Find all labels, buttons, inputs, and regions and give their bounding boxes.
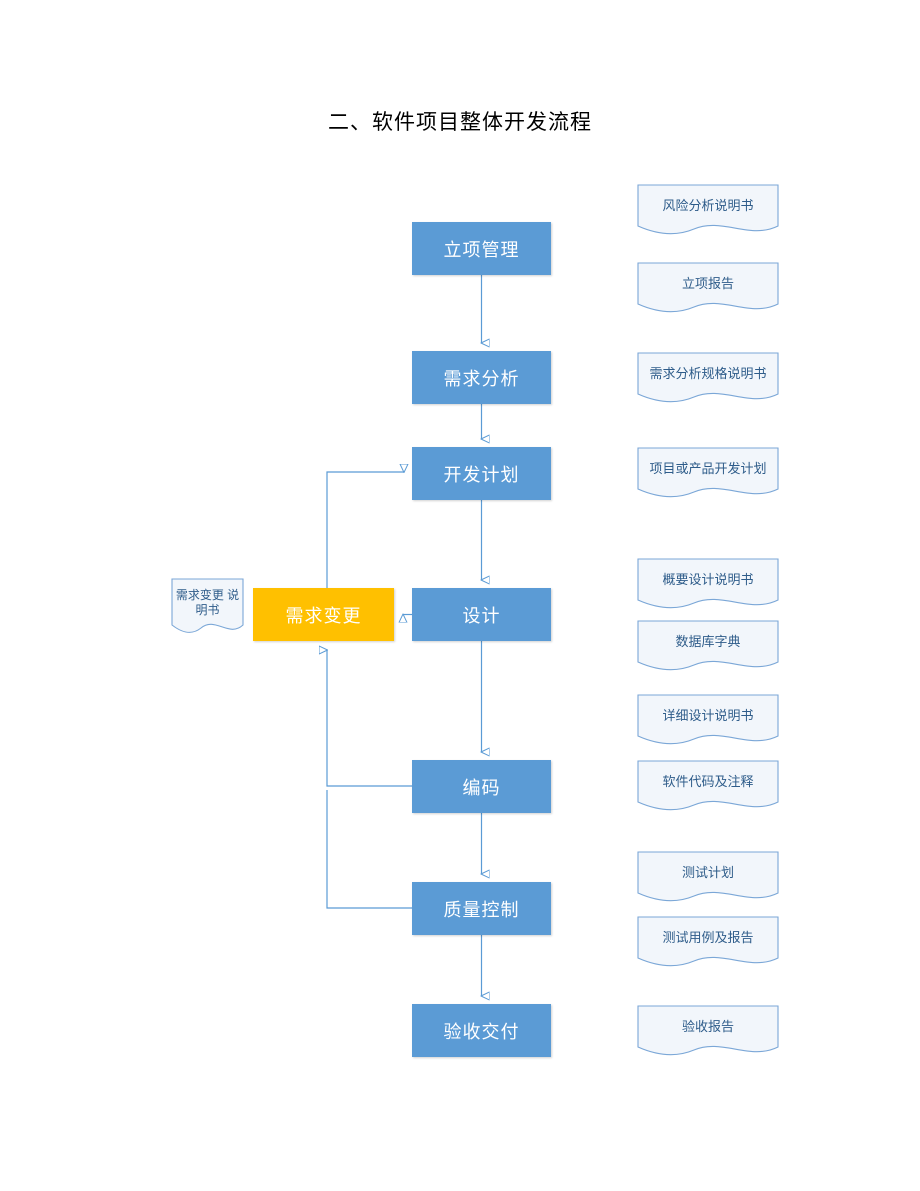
process-box-quality-control[interactable]: 质量控制 bbox=[412, 882, 551, 935]
document-risk-analysis-spec[interactable]: 风险分析说明书 bbox=[637, 184, 779, 240]
document-initiation-report[interactable]: 立项报告 bbox=[637, 262, 779, 318]
process-label: 开发计划 bbox=[443, 464, 520, 485]
document-outline-design-spec[interactable]: 概要设计说明书 bbox=[637, 558, 779, 614]
process-label: 验收交付 bbox=[443, 1021, 520, 1042]
document-shape-icon bbox=[637, 620, 779, 671]
document-shape-icon bbox=[637, 352, 779, 403]
document-shape-icon bbox=[637, 447, 779, 498]
document-shape-icon bbox=[637, 694, 779, 745]
process-box-development-plan[interactable]: 开发计划 bbox=[412, 447, 551, 500]
page-title: 二、软件项目整体开发流程 bbox=[328, 111, 592, 134]
document-requirement-spec[interactable]: 需求分析规格说明书 bbox=[637, 352, 779, 408]
connector-quality-to-change bbox=[326, 790, 412, 909]
document-shape-icon bbox=[637, 851, 779, 902]
document-shape-icon bbox=[637, 916, 779, 967]
process-label: 需求变更 bbox=[285, 605, 362, 626]
document-shape-icon bbox=[637, 558, 779, 609]
process-label: 设计 bbox=[462, 605, 501, 626]
process-label: 立项管理 bbox=[443, 239, 520, 260]
process-box-acceptance-delivery[interactable]: 验收交付 bbox=[412, 1004, 551, 1057]
document-shape-icon bbox=[171, 578, 244, 633]
process-label: 质量控制 bbox=[443, 899, 520, 920]
process-box-design[interactable]: 设计 bbox=[412, 588, 551, 641]
process-box-coding[interactable]: 编码 bbox=[412, 760, 551, 813]
document-shape-icon bbox=[637, 760, 779, 811]
process-box-requirement-change[interactable]: 需求变更 bbox=[253, 588, 394, 641]
document-shape-icon bbox=[637, 1005, 779, 1056]
process-box-project-initiation[interactable]: 立项管理 bbox=[412, 222, 551, 275]
connector-change-to-plan bbox=[326, 472, 404, 588]
document-source-code-comments[interactable]: 软件代码及注释 bbox=[637, 760, 779, 816]
document-shape-icon bbox=[637, 184, 779, 235]
document-requirement-change-spec[interactable]: 需求变更 说明书 bbox=[171, 578, 244, 640]
document-database-dictionary[interactable]: 数据库字典 bbox=[637, 620, 779, 676]
document-test-cases-report[interactable]: 测试用例及报告 bbox=[637, 916, 779, 972]
process-label: 需求分析 bbox=[443, 368, 520, 389]
connector-coding-to-change bbox=[327, 650, 412, 787]
document-detailed-design-spec[interactable]: 详细设计说明书 bbox=[637, 694, 779, 750]
document-acceptance-report[interactable]: 验收报告 bbox=[637, 1005, 779, 1061]
document-shape-icon bbox=[637, 262, 779, 313]
process-box-requirement-analysis[interactable]: 需求分析 bbox=[412, 351, 551, 404]
process-label: 编码 bbox=[462, 777, 501, 798]
document-test-plan[interactable]: 测试计划 bbox=[637, 851, 779, 907]
document-product-dev-plan[interactable]: 项目或产品开发计划 bbox=[637, 447, 779, 503]
